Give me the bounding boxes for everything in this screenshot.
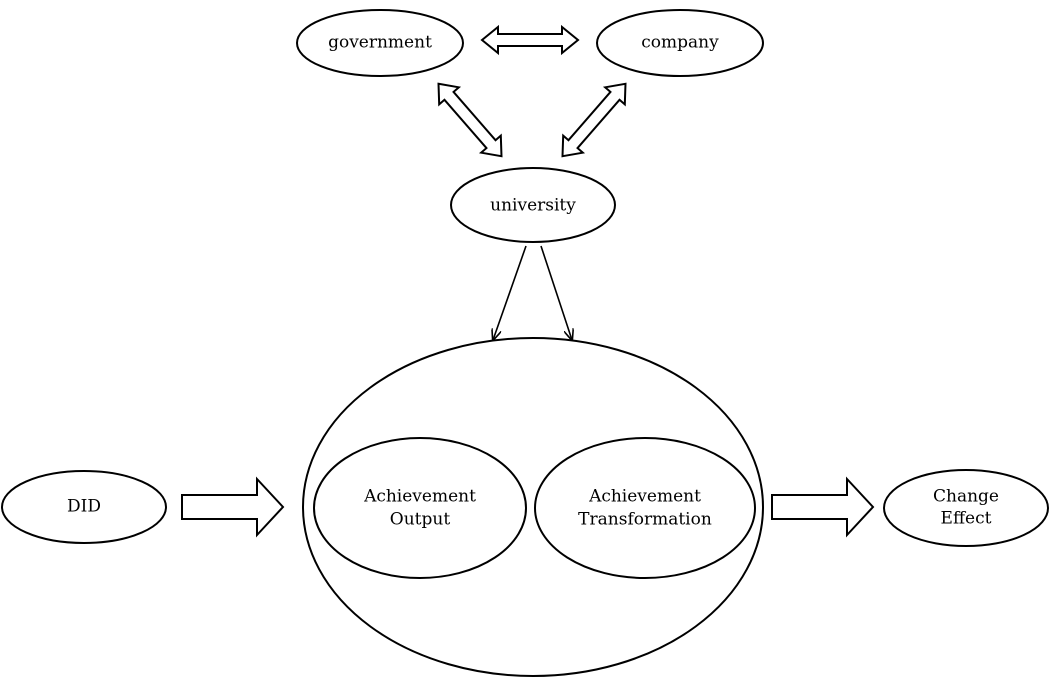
did-label: DID <box>67 497 101 517</box>
university-to-transformation-arrow <box>540 245 572 340</box>
company-label: company <box>641 33 719 53</box>
did-node: DID <box>1 470 167 544</box>
achievement-output-label-line2: Output <box>390 510 451 530</box>
change-effect-label-line2: Effect <box>941 509 992 529</box>
company-node: company <box>596 9 764 77</box>
achievement-output-node: Achievement Output <box>313 437 527 579</box>
achievement-transformation-label-line2: Transformation <box>578 510 712 530</box>
government-ellipse <box>296 9 464 77</box>
did-to-achievement-arrow <box>181 476 285 538</box>
achievement-transformation-ellipse <box>534 437 756 579</box>
government-company-double-arrow <box>480 24 580 56</box>
university-node: university <box>450 167 616 243</box>
government-university-double-arrow <box>437 82 503 158</box>
achievement-to-change-arrow <box>771 476 875 538</box>
change-effect-node: Change Effect <box>883 469 1049 547</box>
university-label: university <box>490 196 576 216</box>
change-effect-ellipse <box>883 469 1049 547</box>
company-university-double-arrow <box>561 82 627 158</box>
change-effect-label-line1: Change <box>933 487 999 507</box>
company-ellipse <box>596 9 764 77</box>
achievement-output-label-line1: Achievement <box>363 487 476 507</box>
achievement-transformation-label-line1: Achievement <box>588 487 701 507</box>
government-node: government <box>296 9 464 77</box>
university-to-output-arrow <box>493 245 527 340</box>
achievement-transformation-node: Achievement Transformation <box>534 437 756 579</box>
did-ellipse <box>1 470 167 544</box>
university-ellipse <box>450 167 616 243</box>
achievement-output-ellipse <box>313 437 527 579</box>
government-label: government <box>328 33 432 53</box>
achievement-container-ellipse <box>302 337 764 677</box>
